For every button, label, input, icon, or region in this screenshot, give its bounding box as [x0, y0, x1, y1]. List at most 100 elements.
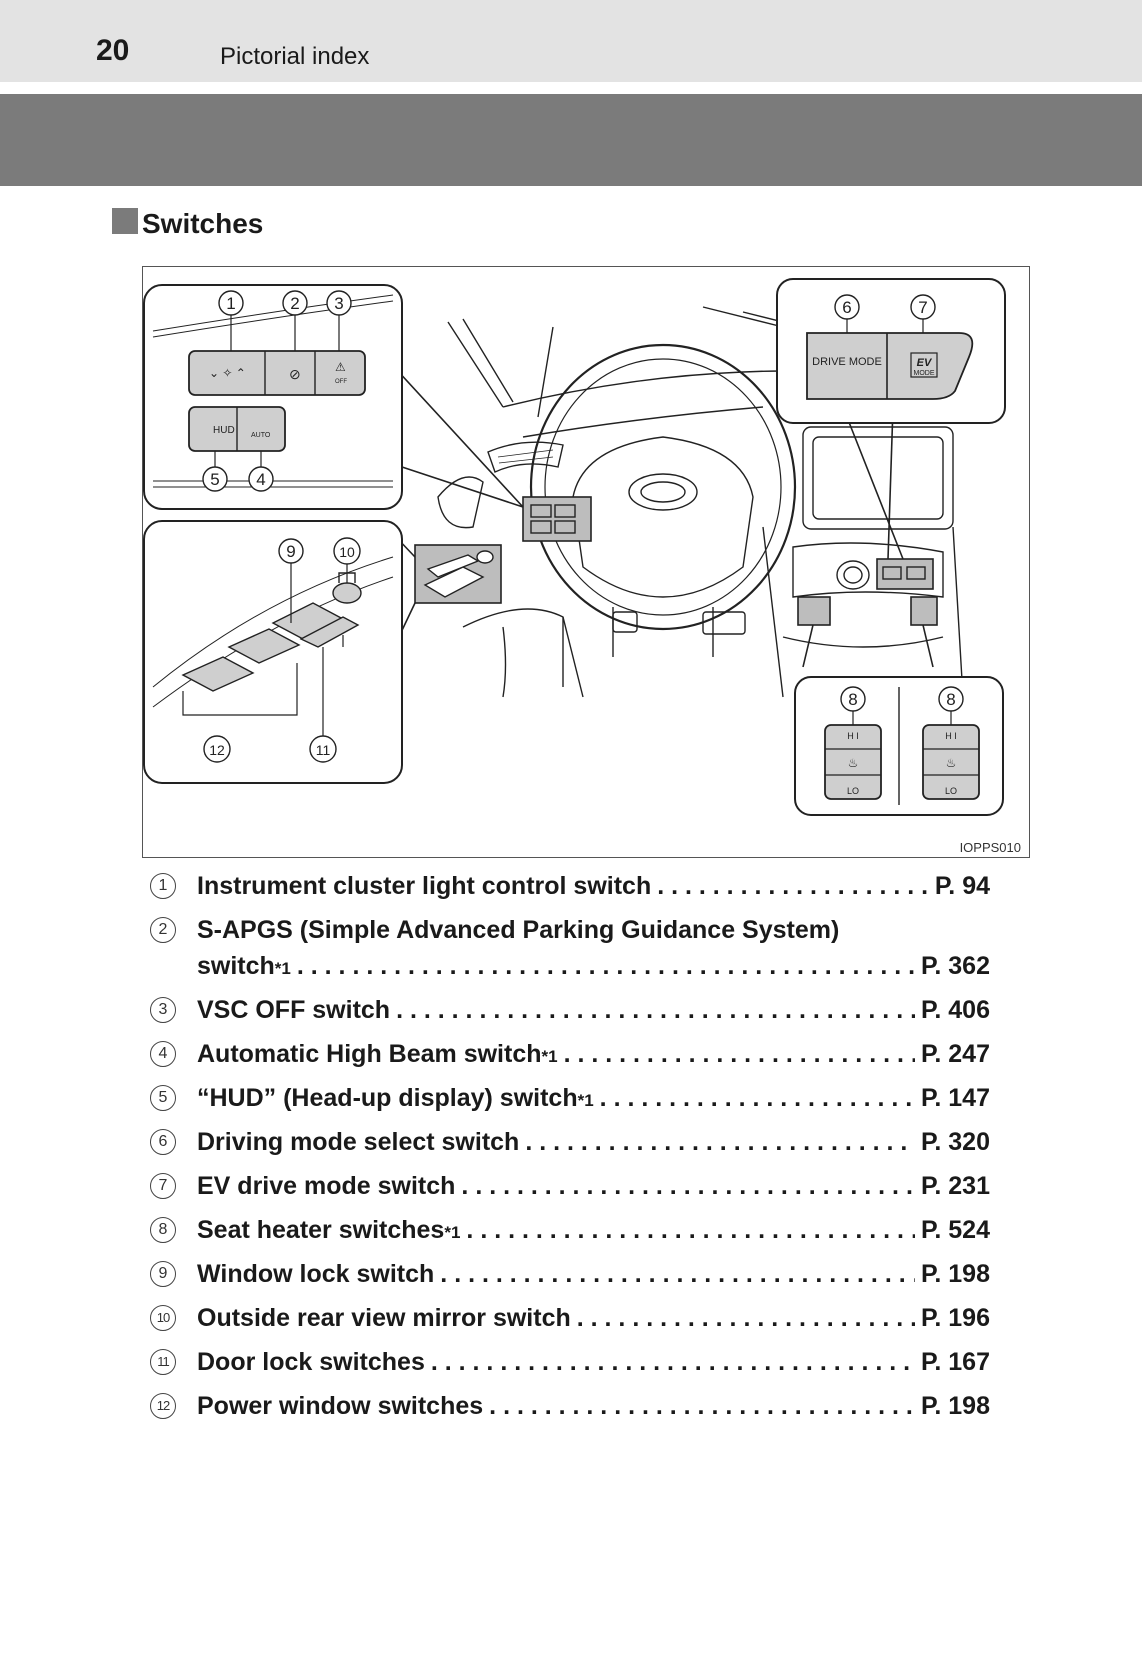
page-reference[interactable]: P. 524	[920, 1216, 990, 1244]
callout-8-right: 8	[938, 686, 964, 712]
svg-text:LO: LO	[847, 786, 859, 796]
page-reference[interactable]: P. 196	[920, 1304, 990, 1332]
item-number: 10	[150, 1305, 176, 1331]
item-number: 11	[150, 1349, 176, 1375]
mode-label: MODE	[914, 370, 935, 377]
item-label: Window lock switch	[197, 1260, 435, 1288]
svg-text:4: 4	[256, 470, 265, 489]
callout-9: 9	[278, 538, 304, 564]
svg-text:12: 12	[209, 742, 225, 758]
item-number: 9	[150, 1261, 176, 1287]
page-reference[interactable]: P. 147	[920, 1084, 990, 1112]
svg-text:1: 1	[226, 294, 235, 313]
item-label-continued: switch	[197, 952, 275, 980]
callout-3: 3	[326, 290, 352, 316]
svg-text:♨: ♨	[848, 756, 859, 770]
page-reference[interactable]: P. 362	[920, 952, 990, 980]
item-label: Seat heater switches	[197, 1216, 445, 1244]
page-reference[interactable]: P. 247	[920, 1040, 990, 1068]
item-number: 2	[150, 917, 176, 943]
callout-12: 12	[203, 735, 231, 763]
svg-text:2: 2	[290, 294, 299, 313]
item-number: 8	[150, 1217, 176, 1243]
callout-2: 2	[282, 290, 308, 316]
page-reference[interactable]: P. 198	[920, 1260, 990, 1288]
page-reference[interactable]: P. 94	[934, 872, 990, 900]
callout-10: 10	[333, 537, 361, 565]
item-number: 5	[150, 1085, 176, 1111]
callout-8-left: 8	[840, 686, 866, 712]
list-item: 1 Instrument cluster light control switc…	[150, 868, 990, 904]
list-item: 7 EV drive mode switch P. 231	[150, 1168, 990, 1204]
list-item: 9 Window lock switch P. 198	[150, 1256, 990, 1292]
item-number: 12	[150, 1393, 176, 1419]
callout-11: 11	[309, 735, 337, 763]
item-label: Power window switches	[197, 1392, 484, 1420]
item-label: Instrument cluster light control switch	[197, 872, 652, 900]
svg-text:5: 5	[210, 470, 219, 489]
svg-text:⊘: ⊘	[289, 366, 301, 382]
list-item: 11 Door lock switches P. 167	[150, 1344, 990, 1380]
dashboard-drawing: HUD AUTO OFF ⌄ ✧ ⌃ ⊘ ⚠ 1 2 3 5 4	[143, 278, 1006, 816]
page-reference[interactable]: P. 167	[920, 1348, 990, 1376]
item-label: EV drive mode switch	[197, 1172, 456, 1200]
svg-text:10: 10	[339, 544, 355, 560]
svg-text:9: 9	[286, 542, 295, 561]
page-reference[interactable]: P. 198	[920, 1392, 990, 1420]
item-number: 7	[150, 1173, 176, 1199]
drive-mode-label: DRIVE MODE	[812, 356, 882, 368]
auto-label: AUTO	[251, 432, 271, 439]
page-reference[interactable]: P. 406	[920, 996, 990, 1024]
svg-text:⚠: ⚠	[335, 360, 346, 374]
svg-text:♨: ♨	[946, 756, 957, 770]
svg-text:11: 11	[316, 742, 331, 758]
svg-text:6: 6	[842, 298, 851, 317]
item-label: Driving mode select switch	[197, 1128, 520, 1156]
svg-text:LO: LO	[945, 786, 957, 796]
svg-text:7: 7	[918, 298, 927, 317]
callout-7: 7	[910, 294, 936, 320]
header-band	[0, 94, 1142, 186]
svg-text:⌄ ✧ ⌃: ⌄ ✧ ⌃	[209, 366, 246, 380]
page-reference[interactable]: P. 320	[920, 1128, 990, 1156]
inset-instrument-switches: HUD AUTO OFF ⌄ ✧ ⌃ ⊘ ⚠ 1 2 3 5 4	[143, 284, 403, 510]
item-number: 1	[150, 873, 176, 899]
inset-seat-heaters: H I LO H I LO ♨ ♨ 8 8	[794, 676, 1004, 816]
item-label: “HUD” (Head-up display) switch	[197, 1084, 578, 1112]
list-item: 4 Automatic High Beam switch*1P. 247	[150, 1036, 990, 1072]
page-header: 20 Pictorial index	[0, 0, 1142, 82]
switches-illustration: HUD AUTO OFF ⌄ ✧ ⌃ ⊘ ⚠ 1 2 3 5 4	[142, 266, 1030, 858]
inset-door-switches: 9 10 12 11	[143, 520, 403, 784]
item-number: 6	[150, 1129, 176, 1155]
hud-label: HUD	[213, 425, 235, 436]
item-number: 4	[150, 1041, 176, 1067]
section-marker-icon	[112, 208, 138, 234]
item-label: Automatic High Beam switch	[197, 1040, 542, 1068]
svg-text:8: 8	[946, 690, 955, 709]
svg-text:3: 3	[334, 294, 343, 313]
section-title: Pictorial index	[220, 43, 370, 70]
item-label: Outside rear view mirror switch	[197, 1304, 571, 1332]
callout-5: 5	[202, 466, 228, 492]
dashboard-icon	[395, 306, 964, 698]
list-item: 3 VSC OFF switch P. 406	[150, 992, 990, 1028]
list-item: 12 Power window switches P. 198	[150, 1388, 990, 1424]
page-reference[interactable]: P. 231	[920, 1172, 990, 1200]
callout-6: 6	[834, 294, 860, 320]
list-item: 8 Seat heater switches*1P. 524	[150, 1212, 990, 1248]
item-number: 3	[150, 997, 176, 1023]
svg-text:H I: H I	[847, 731, 859, 741]
callout-4: 4	[248, 466, 274, 492]
inset-drive-mode: DRIVE MODE EV MODE 6 7	[776, 278, 1006, 424]
ev-label: EV	[917, 357, 933, 369]
item-label: VSC OFF switch	[197, 996, 391, 1024]
svg-text:H I: H I	[945, 731, 957, 741]
figure-code: IOPPS010	[959, 840, 1021, 855]
item-label: S-APGS (Simple Advanced Parking Guidance…	[197, 916, 840, 944]
list-item: 5 “HUD” (Head-up display) switch*1P. 147	[150, 1080, 990, 1116]
item-label: Door lock switches	[197, 1348, 425, 1376]
off-label: OFF	[335, 379, 347, 385]
list-item: 6 Driving mode select switch P. 320	[150, 1124, 990, 1160]
svg-text:8: 8	[848, 690, 857, 709]
subsection-title: Switches	[142, 208, 264, 239]
